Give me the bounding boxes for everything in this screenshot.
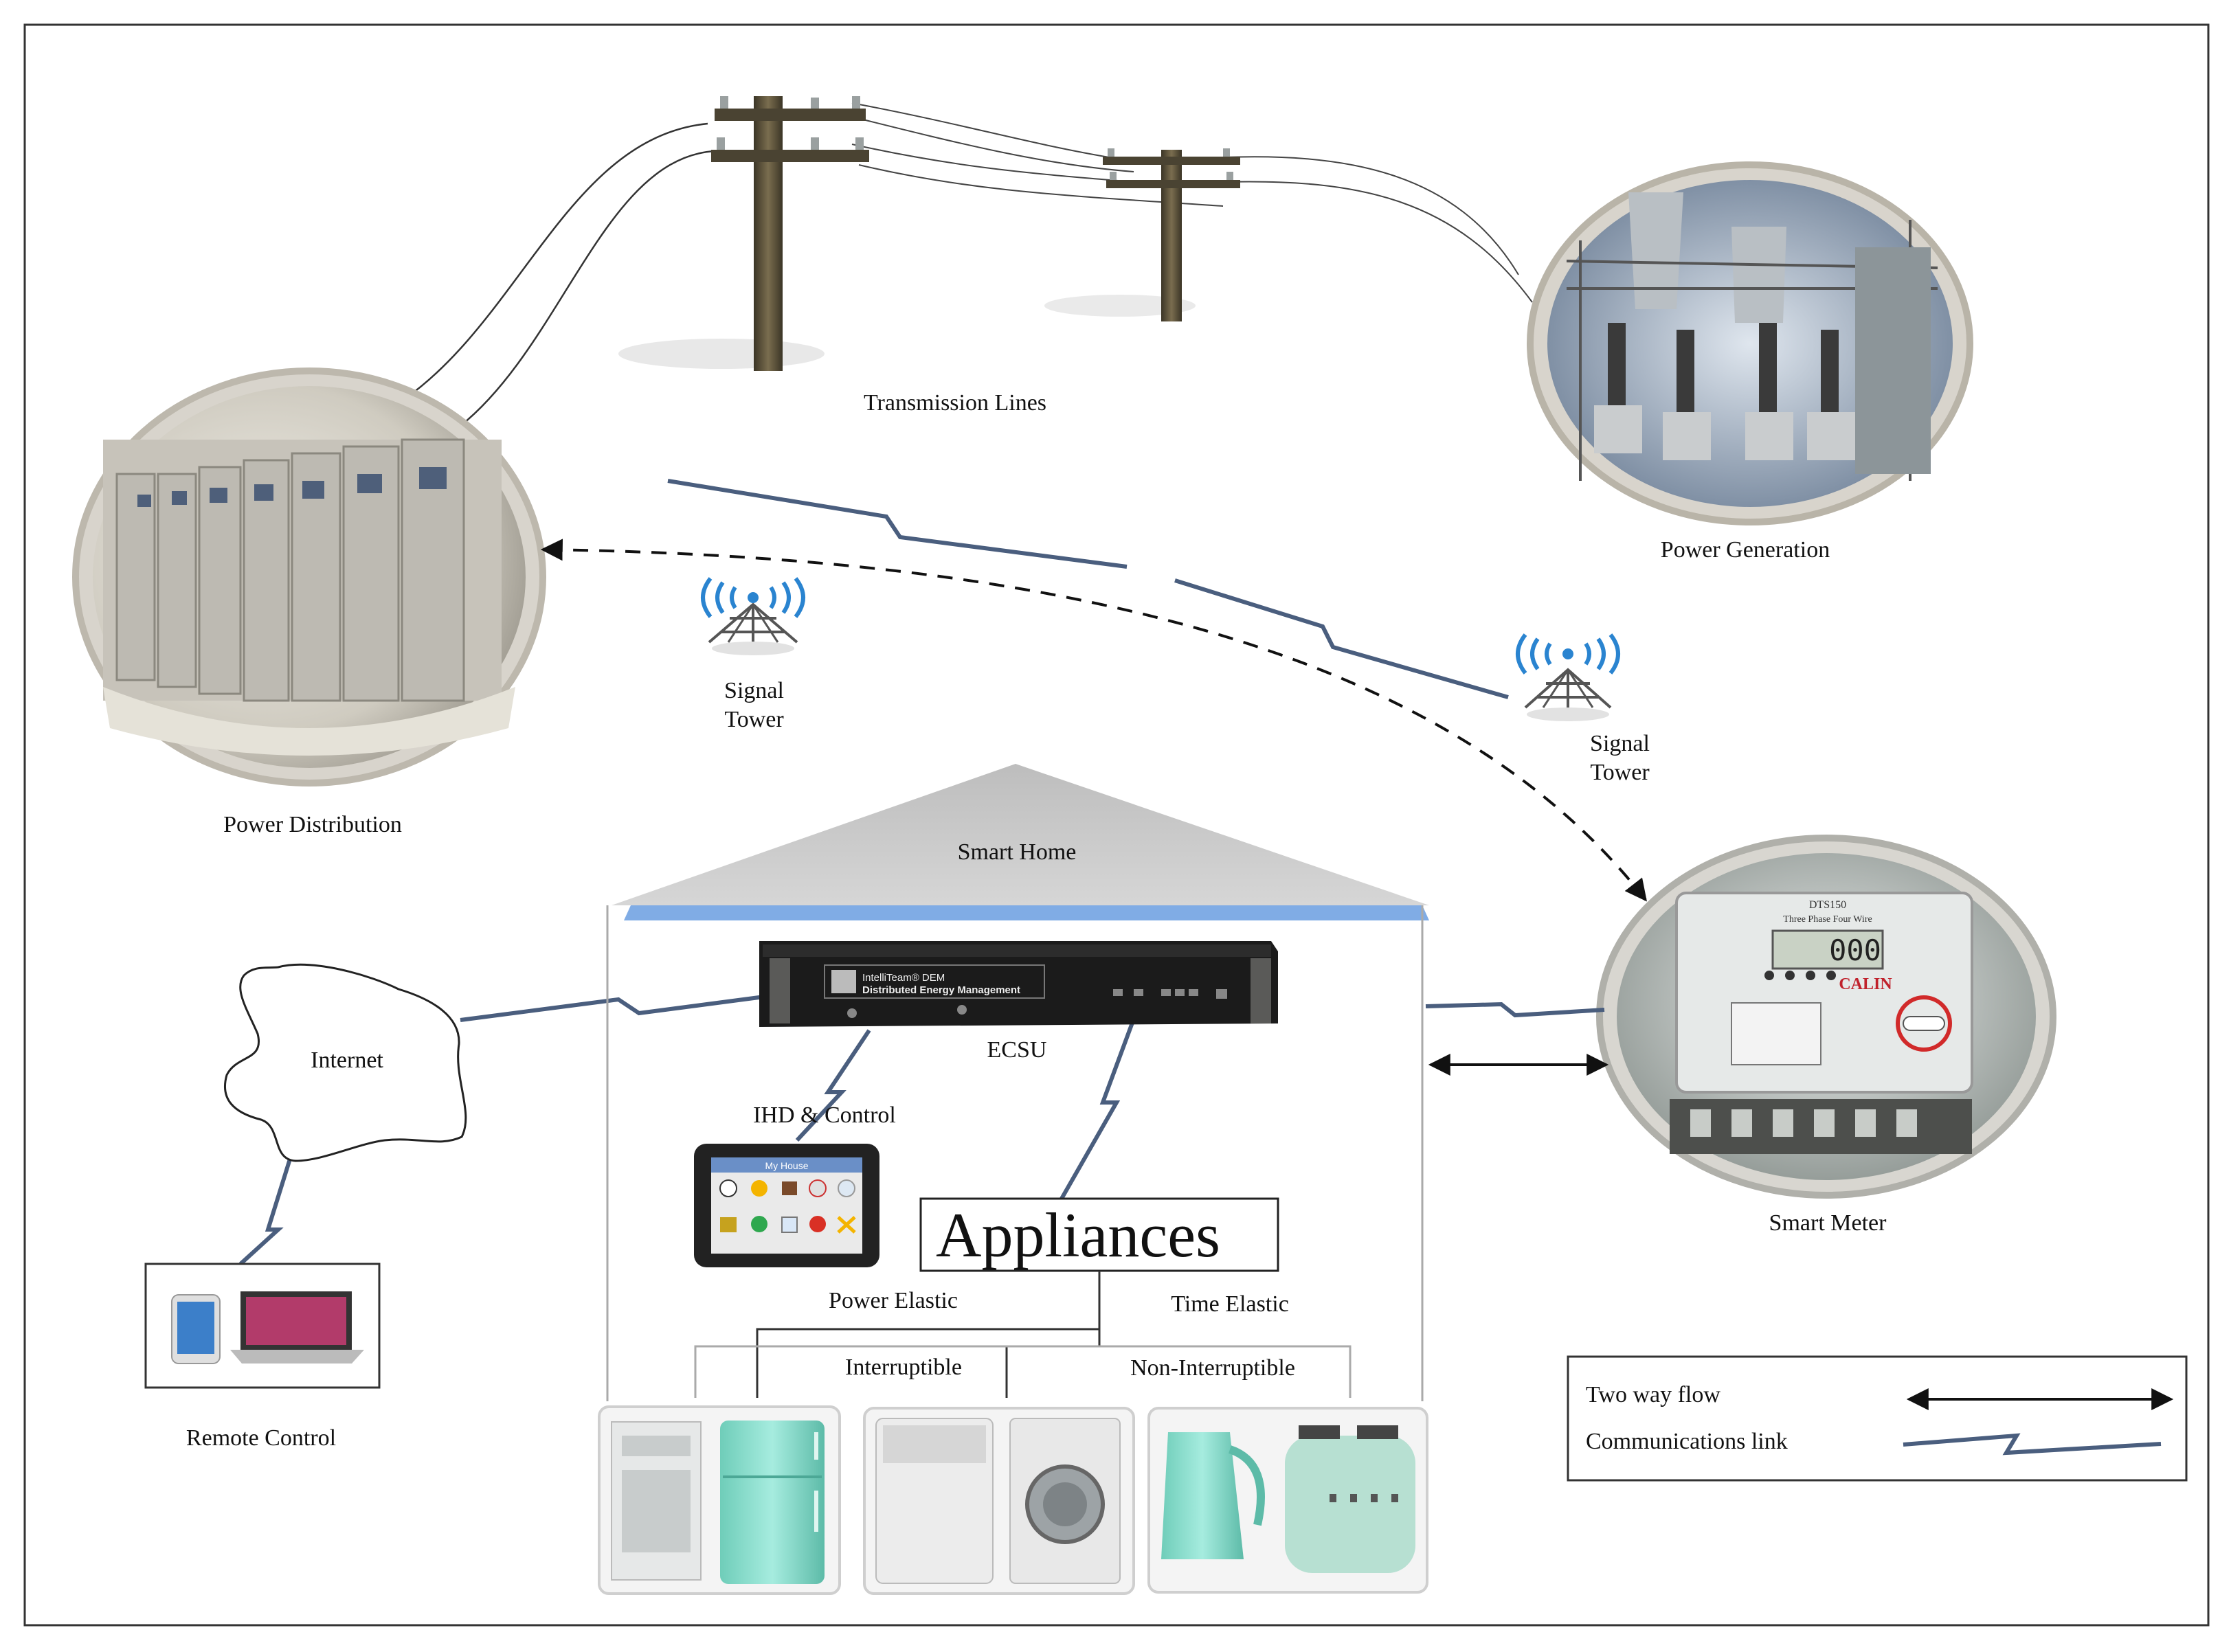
ihd-tablet: My House: [694, 1144, 879, 1267]
label-signal-tower-2: Signal Tower: [1590, 731, 1650, 785]
comm-link-home-meter: [1425, 1002, 1605, 1018]
label-internet: Internet: [311, 1048, 383, 1073]
outer-frame: [23, 23, 2210, 1627]
transmission-lines: [405, 96, 1533, 427]
label-power-generation: Power Generation: [1660, 537, 1830, 563]
comm-link-ecsu-appliances: [1060, 1008, 1139, 1200]
ihd-header-text: My House: [765, 1160, 808, 1171]
appliance-group-non-interruptible: [1147, 1407, 1428, 1594]
appliance-group-power-elastic: [598, 1405, 841, 1595]
meter-model-text: DTS150: [1809, 899, 1846, 911]
legend-communications-link-text: Communications link: [1586, 1429, 1788, 1454]
legend-two-way-flow-text: Two way flow: [1586, 1382, 1720, 1407]
comm-link-internet-remote: [238, 1145, 296, 1266]
label-interruptible: Interruptible: [845, 1355, 962, 1380]
meter-brand-text: CALIN: [1839, 975, 1892, 993]
ecsu-device: IntelliTeam® DEM Distributed Energy Mana…: [759, 941, 1278, 1027]
legend-box: [1567, 1355, 2188, 1482]
smart-home-roof-band: [624, 905, 1429, 920]
appliances-box: [919, 1197, 1279, 1272]
label-smart-meter: Smart Meter: [1769, 1210, 1887, 1236]
dashed-link-meter-distribution: [540, 539, 1647, 902]
appliance-group-interruptible: [863, 1407, 1135, 1595]
label-smart-home: Smart Home: [957, 839, 1077, 865]
legend-comm-link-symbol: [1903, 1433, 2162, 1456]
power-generation-image: [1527, 161, 1973, 525]
label-power-distribution: Power Distribution: [223, 812, 402, 837]
label-ihd-control: IHD & Control: [753, 1102, 896, 1128]
signal-tower-2-icon: [1516, 633, 1620, 721]
label-transmission-lines: Transmission Lines: [863, 390, 1047, 416]
label-time-elastic: Time Elastic: [1171, 1291, 1289, 1317]
smart-home-roof: [612, 764, 1429, 905]
comm-link-ecsu-ihd: [795, 1029, 871, 1142]
comm-link-distribution-generation-1: [667, 479, 1128, 569]
signal-tower-1-icon: [701, 577, 805, 655]
label-appliances: Appliances: [936, 1200, 1220, 1270]
label-ecsu: ECSU: [987, 1037, 1047, 1063]
meter-desc-text: Three Phase Four Wire: [1783, 914, 1872, 925]
smart-home: [606, 764, 1429, 1401]
power-distribution-image: [72, 367, 546, 787]
label-signal-tower-1: Signal Tower: [724, 678, 784, 732]
comm-link-internet-ecsu: [460, 994, 770, 1022]
legend: [1567, 1355, 2188, 1482]
label-non-interruptible: Non-Interruptible: [1130, 1355, 1295, 1381]
meter-display-text: 000: [1829, 934, 1881, 967]
appliance-tree: [694, 1271, 1352, 1398]
smart-meter-image: DTS150 Three Phase Four Wire 000 CALIN: [1596, 835, 2056, 1199]
label-remote-control: Remote Control: [186, 1425, 337, 1451]
internet-cloud: [223, 963, 467, 1162]
ecsu-label-line1: IntelliTeam® DEM: [862, 972, 945, 984]
ecsu-label-line2: Distributed Energy Management: [862, 984, 1020, 996]
label-power-elastic: Power Elastic: [829, 1288, 958, 1313]
remote-control-device: [144, 1263, 381, 1389]
